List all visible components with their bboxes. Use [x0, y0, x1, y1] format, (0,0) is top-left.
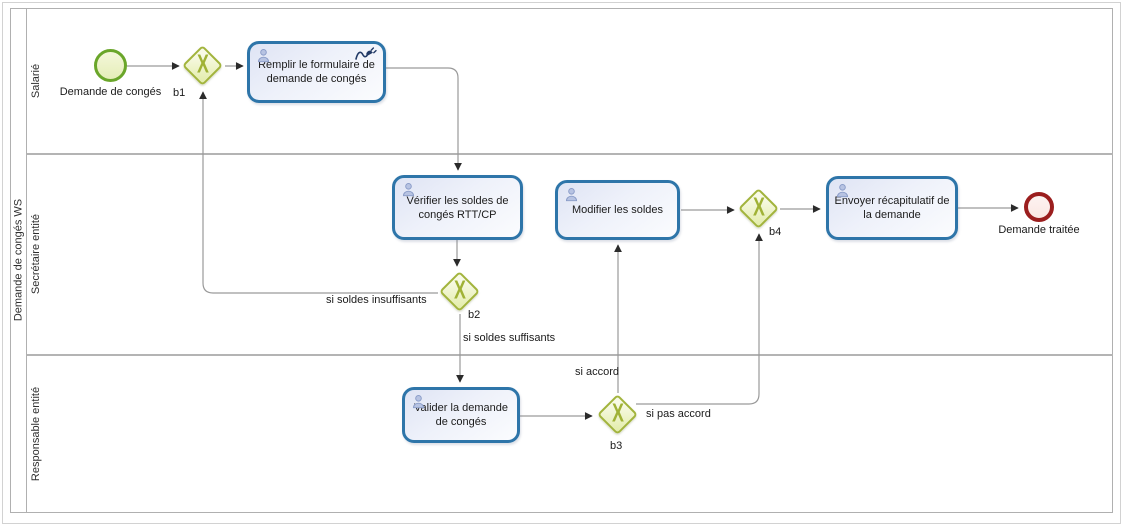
- task-envoyer-recapitulatif[interactable]: Envoyer récapitulatif de la demande: [826, 176, 958, 240]
- lane-label-secretaire-entite: Secrétaire entité: [30, 213, 42, 295]
- gateway-b1[interactable]: X: [181, 44, 224, 87]
- gateway-b2-label: b2: [468, 309, 481, 321]
- end-event-demande-traitee[interactable]: [1024, 192, 1054, 222]
- end-event-label: Demande traitée: [998, 224, 1080, 236]
- xor-gateway-icon: X: [753, 193, 765, 222]
- xor-gateway-icon: X: [197, 50, 209, 79]
- task-label: Valider la demande de congés: [414, 402, 508, 428]
- flow-label-si-accord: si accord: [575, 366, 620, 378]
- gateway-b2[interactable]: X: [438, 270, 481, 313]
- user-icon: [835, 183, 850, 203]
- pool-label-divider: [26, 8, 27, 513]
- lane-label-responsable-entite: Responsable entité: [30, 386, 42, 482]
- flow-label-si-soldes-suffisants: si soldes suffisants: [463, 332, 556, 344]
- task-label: Modifier les soldes: [571, 204, 664, 217]
- user-icon: [411, 394, 426, 414]
- xor-gateway-icon: X: [612, 399, 624, 428]
- task-remplir-formulaire[interactable]: Remplir le formulaire de demande de cong…: [247, 41, 386, 103]
- gateway-b4[interactable]: X: [737, 187, 780, 230]
- task-label: Envoyer récapitulatif de la demande: [834, 195, 950, 221]
- lane-label-salarie: Salarié: [30, 63, 42, 99]
- pool-demande-de-conges: [10, 8, 1113, 513]
- user-icon: [401, 182, 416, 202]
- task-verifier-soldes[interactable]: Vérifier les soldes de congés RTT/CP: [392, 175, 523, 240]
- connector-plug-icon: [355, 47, 378, 67]
- task-label: Remplir le formulaire de demande de cong…: [258, 59, 375, 85]
- task-valider-demande[interactable]: Valider la demande de congés: [402, 387, 520, 443]
- start-event-demande-de-conges[interactable]: [94, 49, 127, 82]
- lane-divider-1: [27, 153, 1113, 155]
- user-icon: [564, 187, 579, 207]
- flow-label-si-soldes-insuffisants: si soldes insuffisants: [326, 294, 427, 306]
- gateway-b3[interactable]: X: [596, 393, 639, 436]
- user-icon: [256, 48, 271, 68]
- start-event-label: Demande de congés: [59, 86, 162, 98]
- flow-label-si-pas-accord: si pas accord: [646, 408, 711, 420]
- xor-gateway-icon: X: [454, 276, 466, 305]
- gateway-b3-label: b3: [610, 440, 623, 452]
- task-label: Vérifier les soldes de congés RTT/CP: [406, 194, 509, 221]
- task-modifier-soldes[interactable]: Modifier les soldes: [555, 180, 680, 240]
- lane-divider-2: [27, 354, 1113, 356]
- pool-label: Demande de congés WS: [12, 198, 25, 322]
- gateway-b1-label: b1: [173, 87, 186, 99]
- gateway-b4-label: b4: [769, 226, 782, 238]
